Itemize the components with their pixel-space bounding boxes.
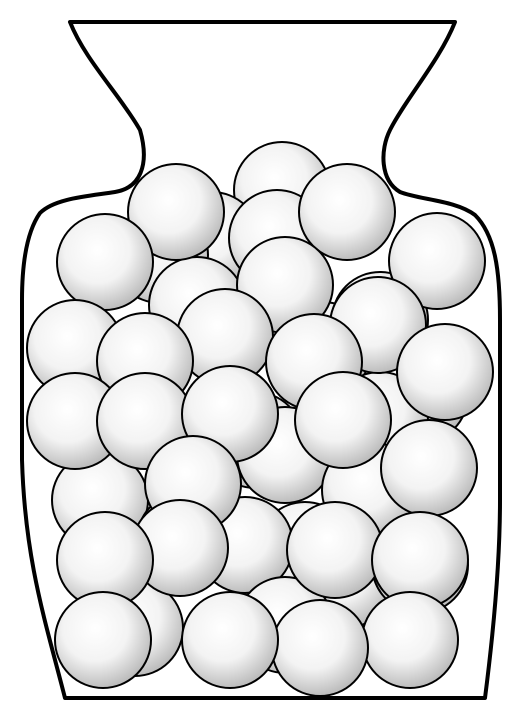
ball bbox=[286, 501, 384, 599]
ball bbox=[396, 323, 494, 421]
balls-group bbox=[26, 141, 494, 697]
ball bbox=[127, 163, 225, 261]
ball bbox=[298, 163, 396, 261]
ball bbox=[271, 599, 369, 697]
ball bbox=[294, 371, 392, 469]
vase-outline bbox=[20, 20, 502, 700]
ball bbox=[361, 591, 459, 689]
ball bbox=[380, 419, 478, 517]
ball bbox=[181, 591, 279, 689]
ball bbox=[56, 213, 154, 311]
ball bbox=[388, 212, 486, 310]
ball bbox=[54, 591, 152, 689]
